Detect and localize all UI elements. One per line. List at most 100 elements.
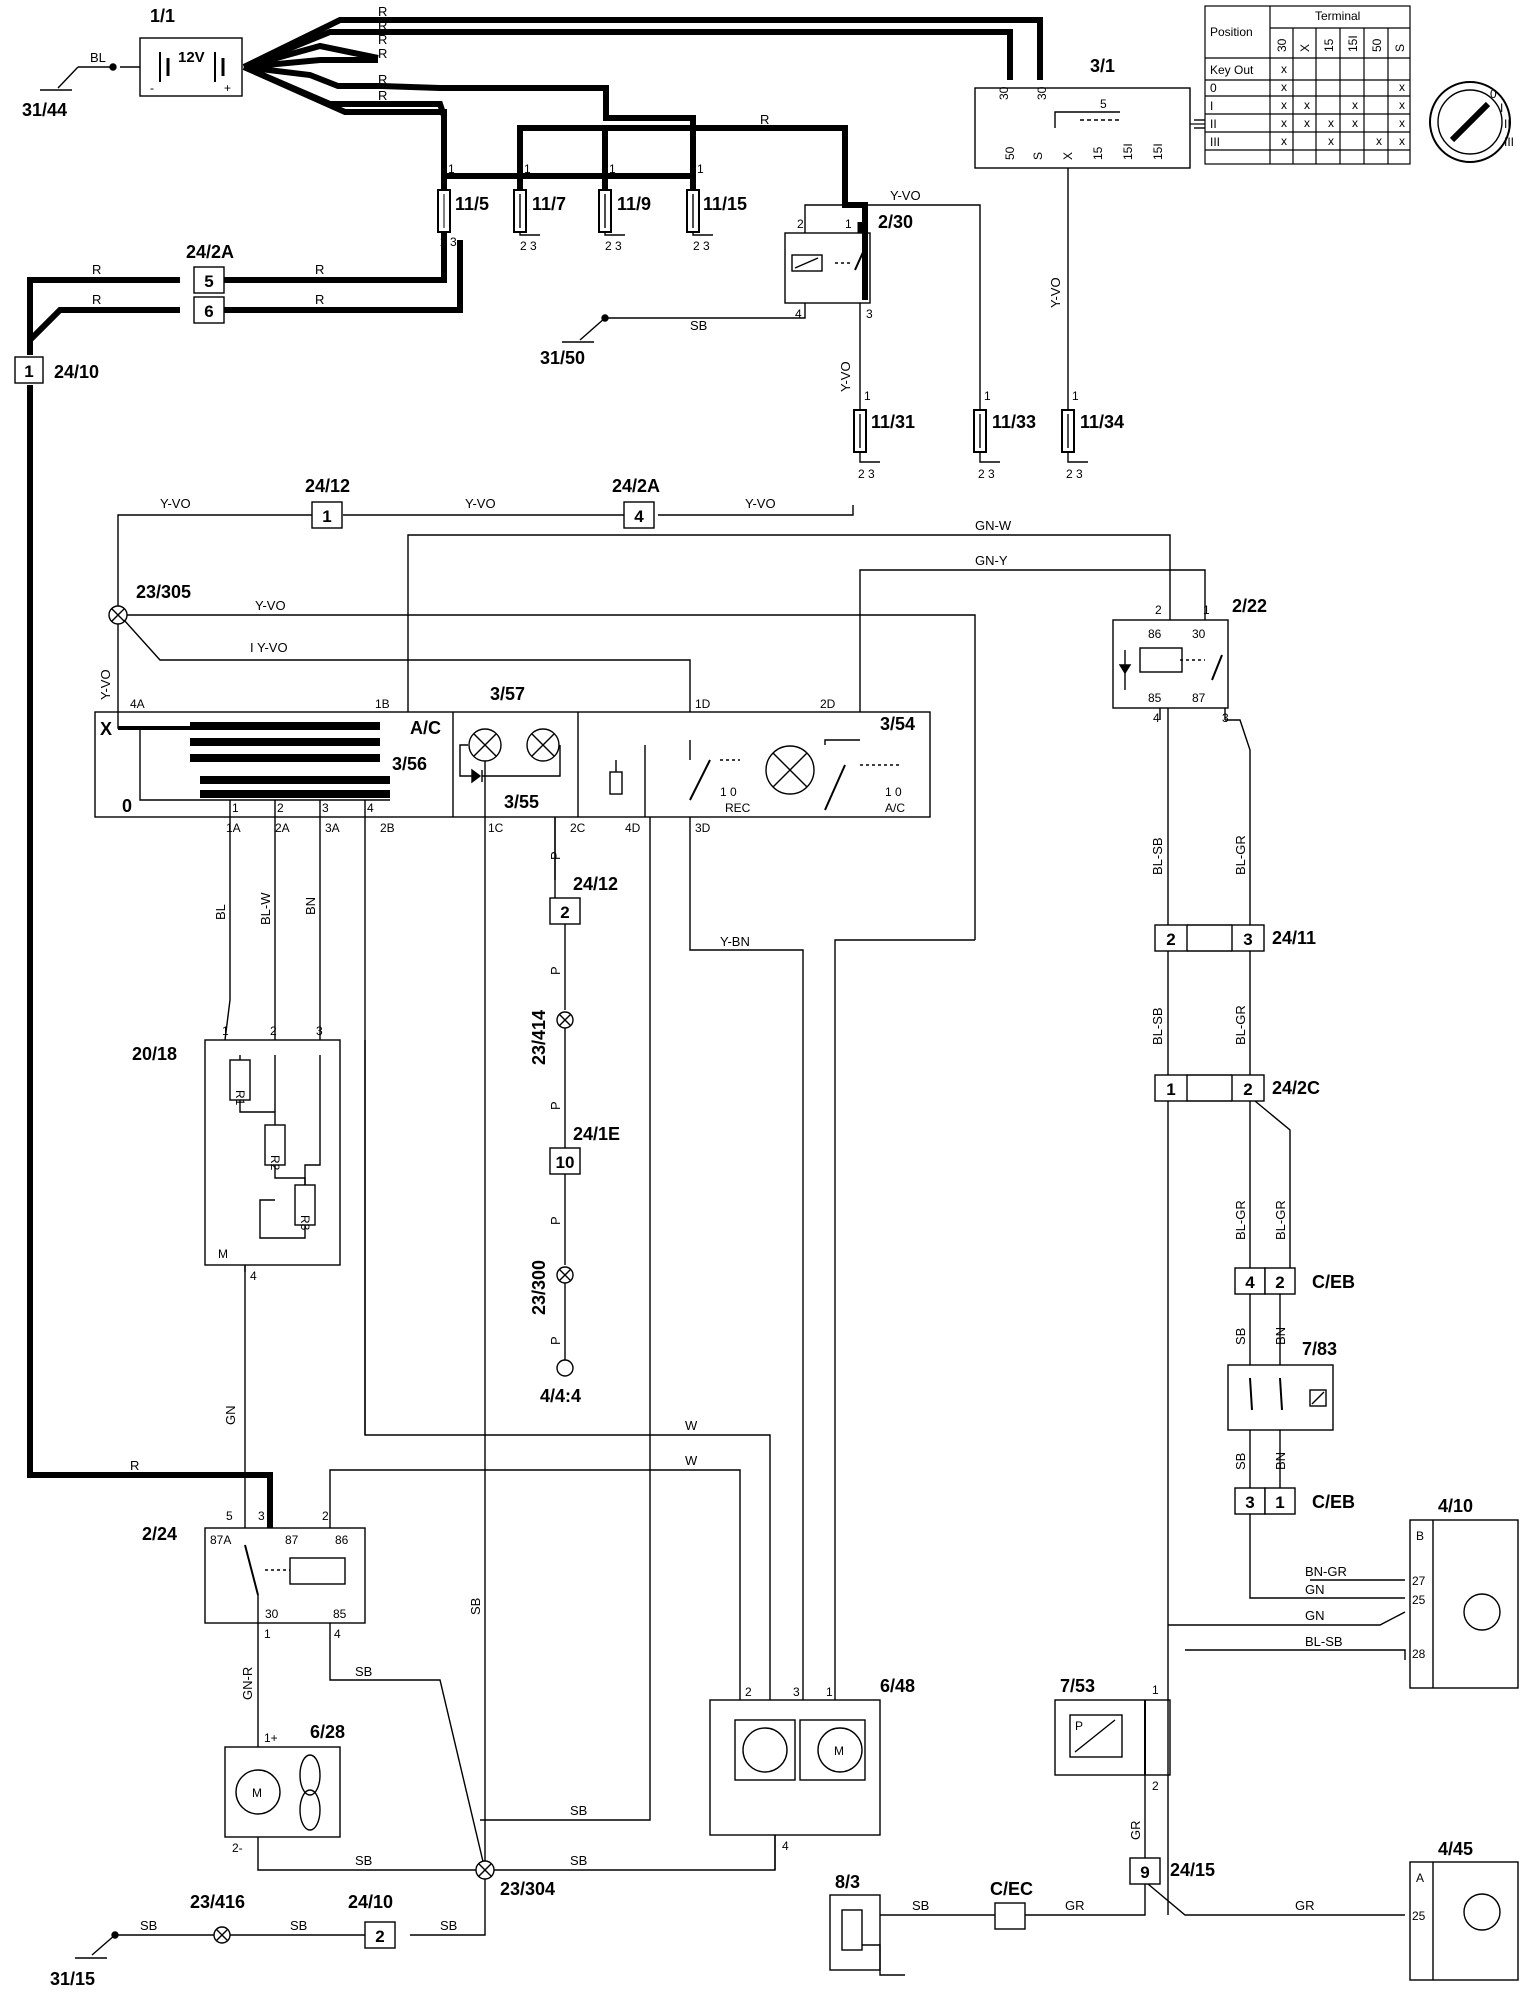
splice-23-305	[108, 605, 976, 940]
pin-ign-30a: 30	[997, 86, 1011, 100]
wl-p4: P	[548, 1216, 563, 1225]
wl-r5: R	[378, 72, 387, 87]
pin-panel-in1: 1	[232, 801, 239, 815]
wl-sb-783a: SB	[1233, 1328, 1248, 1345]
pin-res-2: 2	[270, 1024, 277, 1038]
relay-2-24	[204, 1420, 741, 1700]
label-ignition: 3/1	[1090, 56, 1115, 76]
pin-panel-2c: 2C	[570, 821, 586, 835]
label-conn-24-12: 24/12	[305, 476, 350, 496]
pin-panel-1c: 1C	[488, 821, 504, 835]
kt-col-15: 15	[1322, 38, 1336, 52]
pin-2-22-87: 87	[1192, 691, 1206, 705]
pin-panel-2d: 2D	[820, 697, 836, 711]
fan-motor-6-28	[224, 1746, 485, 1871]
key-dial	[1429, 81, 1511, 163]
fuse-11-31	[853, 409, 880, 463]
splice-23-304	[410, 1835, 776, 1936]
pin-bat-pos: +	[224, 81, 231, 95]
wire-sb-31-50	[562, 303, 806, 343]
wl-bn-783b: BN	[1273, 1452, 1288, 1470]
label-splice-23-304: 23/304	[500, 1879, 555, 1899]
wl-r12: R	[130, 1458, 139, 1473]
wl-sb1: SB	[690, 318, 707, 333]
label-fuse-11-31: 11/31	[871, 412, 915, 432]
key-table-mark: x	[1304, 98, 1310, 112]
pin-11-5-bot: 2 3	[440, 235, 457, 249]
pin-11-15-bot: 2 3	[693, 239, 710, 253]
label-r1: R1	[233, 1090, 247, 1106]
pin-res-4: 4	[250, 1269, 257, 1283]
label-3-56: 3/56	[392, 754, 427, 774]
fuse-11-7	[513, 189, 540, 236]
wl-ybn: Y-BN	[720, 934, 750, 949]
pin-ceb-3: 3	[1245, 1493, 1254, 1512]
kt-row-ii: II	[1210, 117, 1217, 131]
label-sensor-7-83: 7/83	[1302, 1339, 1337, 1359]
pin-24-2a-5: 5	[204, 272, 213, 291]
label-ground-4-4-4: 4/4:4	[540, 1386, 581, 1406]
label-fuse-11-9: 11/9	[617, 194, 651, 214]
pin-fan-minus: 2-	[232, 1841, 243, 1855]
dial-ii: II	[1504, 117, 1511, 131]
label-panel-ac: A/C	[410, 718, 441, 738]
label-switch-8-3: 8/3	[835, 1872, 860, 1892]
sensor-7-53	[1010, 1699, 1405, 1916]
label-7-53-p: P	[1075, 1719, 1083, 1733]
pin-24-2c-2: 2	[1243, 1080, 1252, 1099]
wl-sb-fan: SB	[355, 1853, 372, 1868]
fuse-11-9	[598, 189, 625, 236]
label-splice-23-305: 23/305	[136, 582, 191, 602]
label-ground-31-50: 31/50	[540, 348, 585, 368]
pin-ceb-2: 2	[1275, 1273, 1284, 1292]
label-3-55: 3/55	[504, 792, 539, 812]
label-fuse-11-5: 11/5	[455, 194, 489, 214]
pin-11-34-bot: 2 3	[1066, 467, 1083, 481]
key-table-mark: x	[1281, 98, 1287, 112]
wl-blgr1: BL-GR	[1233, 835, 1248, 875]
right-vertical-wires	[1154, 708, 1296, 1915]
wl-blgr2: BL-GR	[1233, 1005, 1248, 1045]
wl-r7: R	[760, 112, 769, 127]
pin-2-24-85: 85	[333, 1607, 347, 1621]
wl-r2: R	[378, 18, 387, 33]
wl-blsb3: BL-SB	[1305, 1634, 1343, 1649]
relay-2-22	[1112, 619, 1229, 720]
battery	[120, 37, 243, 97]
pin-24-15-9: 9	[1140, 1863, 1149, 1882]
pin-panel-2a: 2A	[275, 821, 290, 835]
pin-panel-3d: 3D	[695, 821, 711, 835]
wl-yvo2: Y-VO	[838, 361, 853, 392]
pin-2-24-5: 5	[226, 1509, 233, 1523]
pin-11-15-top: 1	[697, 162, 704, 176]
pin-2-24-86: 86	[335, 1533, 349, 1547]
label-conn-24-10: 24/10	[54, 362, 99, 382]
key-table-mark: x	[1281, 116, 1287, 130]
wl-sb-4d: SB	[570, 1803, 587, 1818]
pin-2-30-1: 1	[845, 217, 852, 231]
wl-gn2: GN	[1305, 1608, 1325, 1623]
wire-yvo-main	[117, 501, 854, 610]
pin-res-3: 3	[316, 1024, 323, 1038]
wl-blgr3: BL-GR	[1233, 1200, 1248, 1240]
key-table-mark: x	[1399, 98, 1405, 112]
pin-bat-neg: -	[150, 81, 154, 95]
pin-11-34-top: 1	[1072, 389, 1079, 403]
pin-2-24-3: 3	[258, 1509, 265, 1523]
key-table-mark: x	[1399, 134, 1405, 148]
pin-7-53-2: 2	[1152, 1779, 1159, 1793]
wl-gny: GN-Y	[975, 553, 1008, 568]
label-conn-ceb-bot: C/EB	[1312, 1492, 1355, 1512]
wl-p3: P	[548, 1101, 563, 1110]
pin-24-2a-6: 6	[204, 302, 213, 321]
kt-col-50: 50	[1370, 38, 1384, 52]
wl-r11: R	[315, 292, 324, 307]
label-conn-24-12-b: 24/12	[573, 874, 618, 894]
pin-24-12-2: 2	[560, 903, 569, 922]
wl-r6: R	[378, 88, 387, 103]
resistor-20-18	[204, 1039, 341, 1420]
pin-panel-in2: 2	[277, 801, 284, 815]
switch-8-3	[829, 1894, 905, 1976]
pin-4-10-25: 25	[1412, 1593, 1426, 1607]
